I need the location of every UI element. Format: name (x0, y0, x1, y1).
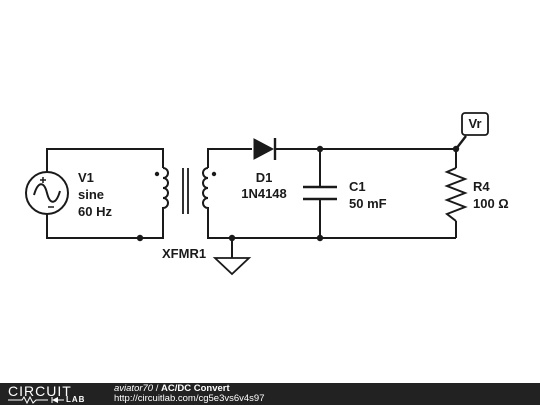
circuit-byline: aviator70 / AC/DC Convert (114, 384, 230, 394)
xfmr1-ref-label: XFMR1 (162, 246, 206, 261)
circuit-schematic: V1 sine 60 Hz D1 1N4148 C (25, 112, 509, 276)
c1-capacitor (303, 185, 337, 201)
d1-diode (253, 138, 277, 160)
circuitlab-logo[interactable]: CIRCUIT LAB (8, 384, 104, 405)
ground-symbol (212, 257, 252, 276)
circuit-title[interactable]: AC/DC Convert (161, 383, 230, 394)
author-link[interactable]: aviator70 (114, 383, 154, 394)
d1-part-label: 1N4148 (241, 186, 287, 201)
r4-resistor (444, 167, 468, 222)
v1-ref-label: V1 (78, 170, 94, 185)
logo-circuit-trace-icon (8, 396, 64, 404)
secondary-wires (207, 148, 457, 258)
c1-value-label: 50 mF (349, 196, 387, 211)
logo-bottom-text: LAB (66, 395, 86, 404)
d1-ref-label: D1 (256, 170, 273, 185)
circuit-url[interactable]: http://circuitlab.com/cg5e3vs6v4s97 (114, 393, 265, 404)
c1-ref-label: C1 (349, 179, 366, 194)
r4-ref-label: R4 (473, 179, 490, 194)
xfmr1-transformer (154, 167, 217, 214)
vr-voltage-probe (455, 112, 489, 150)
v1-frequency-label: 60 Hz (78, 204, 112, 219)
primary-wires (46, 148, 164, 239)
v1-sine-source (25, 171, 69, 215)
footer-bar: CIRCUIT LAB aviator70 / AC/DC Convert ht… (0, 383, 540, 405)
probe-label: Vr (468, 116, 481, 131)
r4-value-label: 100 Ω (473, 196, 509, 211)
v1-type-label: sine (78, 187, 104, 202)
junction-dots (136, 145, 460, 242)
logo-top-text: CIRCUIT (8, 383, 72, 399)
